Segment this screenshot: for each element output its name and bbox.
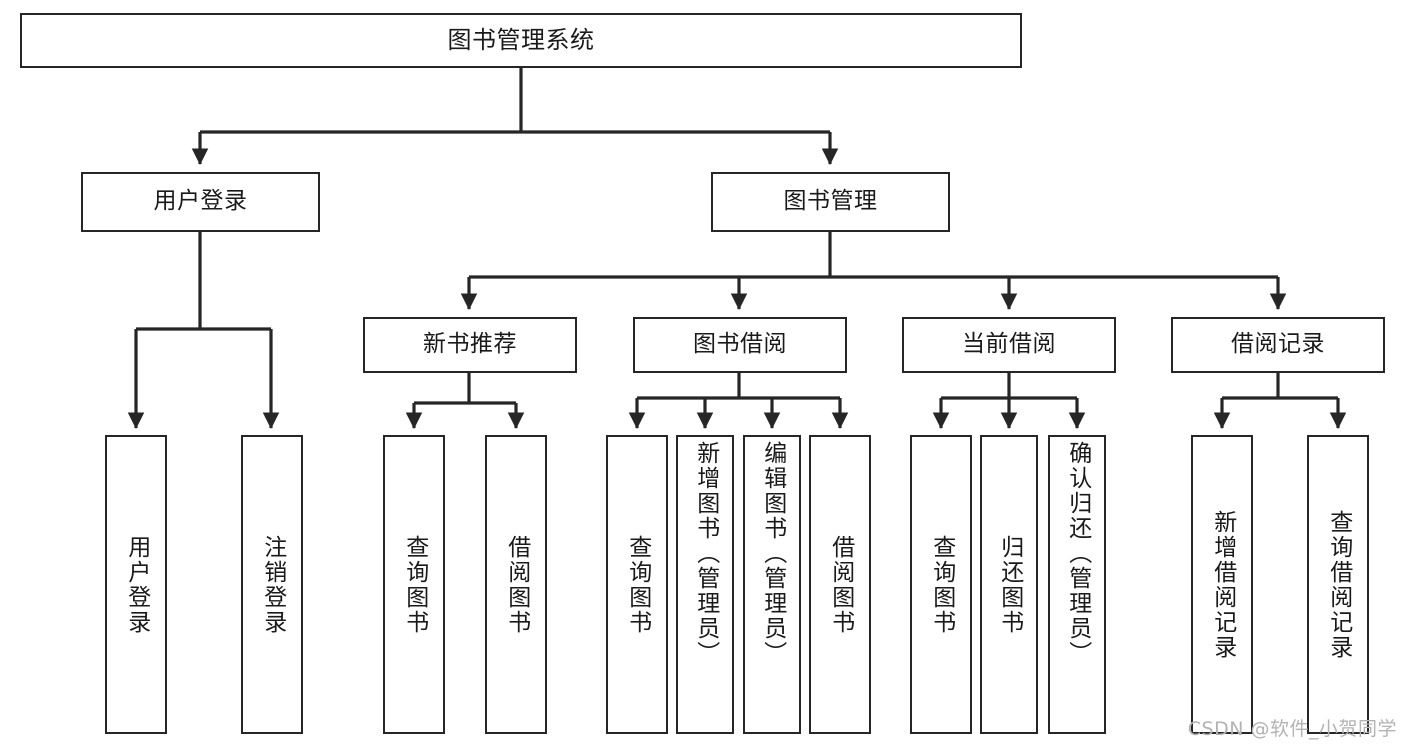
node-label: 图书管理 — [783, 188, 878, 215]
node-label: 归还图书 — [996, 534, 1023, 635]
node-label: 查询图书 — [401, 534, 428, 635]
leaf-borrow-book-newbook[interactable]: 借阅图书 — [485, 435, 547, 734]
node-label: 编辑图书（管理员） — [759, 441, 786, 666]
node-root-system[interactable]: 图书管理系统 — [20, 13, 1022, 68]
node-label: 图书管理系统 — [447, 26, 595, 55]
node-label: 借阅图书 — [503, 534, 530, 635]
node-label: 用户登录 — [123, 534, 150, 635]
csdn-watermark: CSDN @软件_小贺同学 — [1187, 718, 1397, 740]
node-label: 查询图书 — [928, 534, 955, 635]
leaf-add-book-admin[interactable]: 新增图书（管理员） — [676, 435, 734, 734]
node-label: 查询图书 — [624, 534, 651, 635]
node-label: 确认归还（管理员） — [1064, 441, 1091, 666]
leaf-add-borrow-record[interactable]: 新增借阅记录 — [1191, 435, 1253, 734]
leaf-edit-book-admin[interactable]: 编辑图书（管理员） — [743, 435, 801, 734]
node-book-management[interactable]: 图书管理 — [711, 172, 950, 232]
node-label: 图书借阅 — [693, 331, 787, 358]
node-label: 当前借阅 — [962, 331, 1056, 358]
node-book-borrow[interactable]: 图书借阅 — [633, 317, 847, 373]
leaf-return-book[interactable]: 归还图书 — [980, 435, 1038, 734]
node-label: 借阅图书 — [827, 534, 854, 635]
leaf-user-login[interactable]: 用户登录 — [105, 435, 167, 734]
node-user-login[interactable]: 用户登录 — [81, 172, 320, 232]
node-current-borrow[interactable]: 当前借阅 — [902, 317, 1116, 373]
node-label: 新增图书（管理员） — [692, 441, 719, 666]
leaf-borrow-book[interactable]: 借阅图书 — [809, 435, 871, 734]
leaf-query-book-borrow[interactable]: 查询图书 — [606, 435, 668, 734]
leaf-query-book-newbook[interactable]: 查询图书 — [383, 435, 445, 734]
node-label: 新增借阅记录 — [1209, 509, 1236, 660]
node-borrow-record[interactable]: 借阅记录 — [1171, 317, 1385, 373]
leaf-logout[interactable]: 注销登录 — [241, 435, 303, 734]
node-label: 新书推荐 — [423, 331, 517, 358]
node-label: 注销登录 — [259, 534, 286, 635]
node-label: 查询借阅记录 — [1325, 509, 1352, 660]
node-label: 用户登录 — [153, 188, 248, 215]
node-label: 借阅记录 — [1231, 331, 1325, 358]
leaf-query-book-current[interactable]: 查询图书 — [910, 435, 972, 734]
leaf-query-borrow-record[interactable]: 查询借阅记录 — [1307, 435, 1369, 734]
leaf-confirm-return-admin[interactable]: 确认归还（管理员） — [1048, 435, 1106, 734]
node-new-book-recommend[interactable]: 新书推荐 — [363, 317, 577, 373]
